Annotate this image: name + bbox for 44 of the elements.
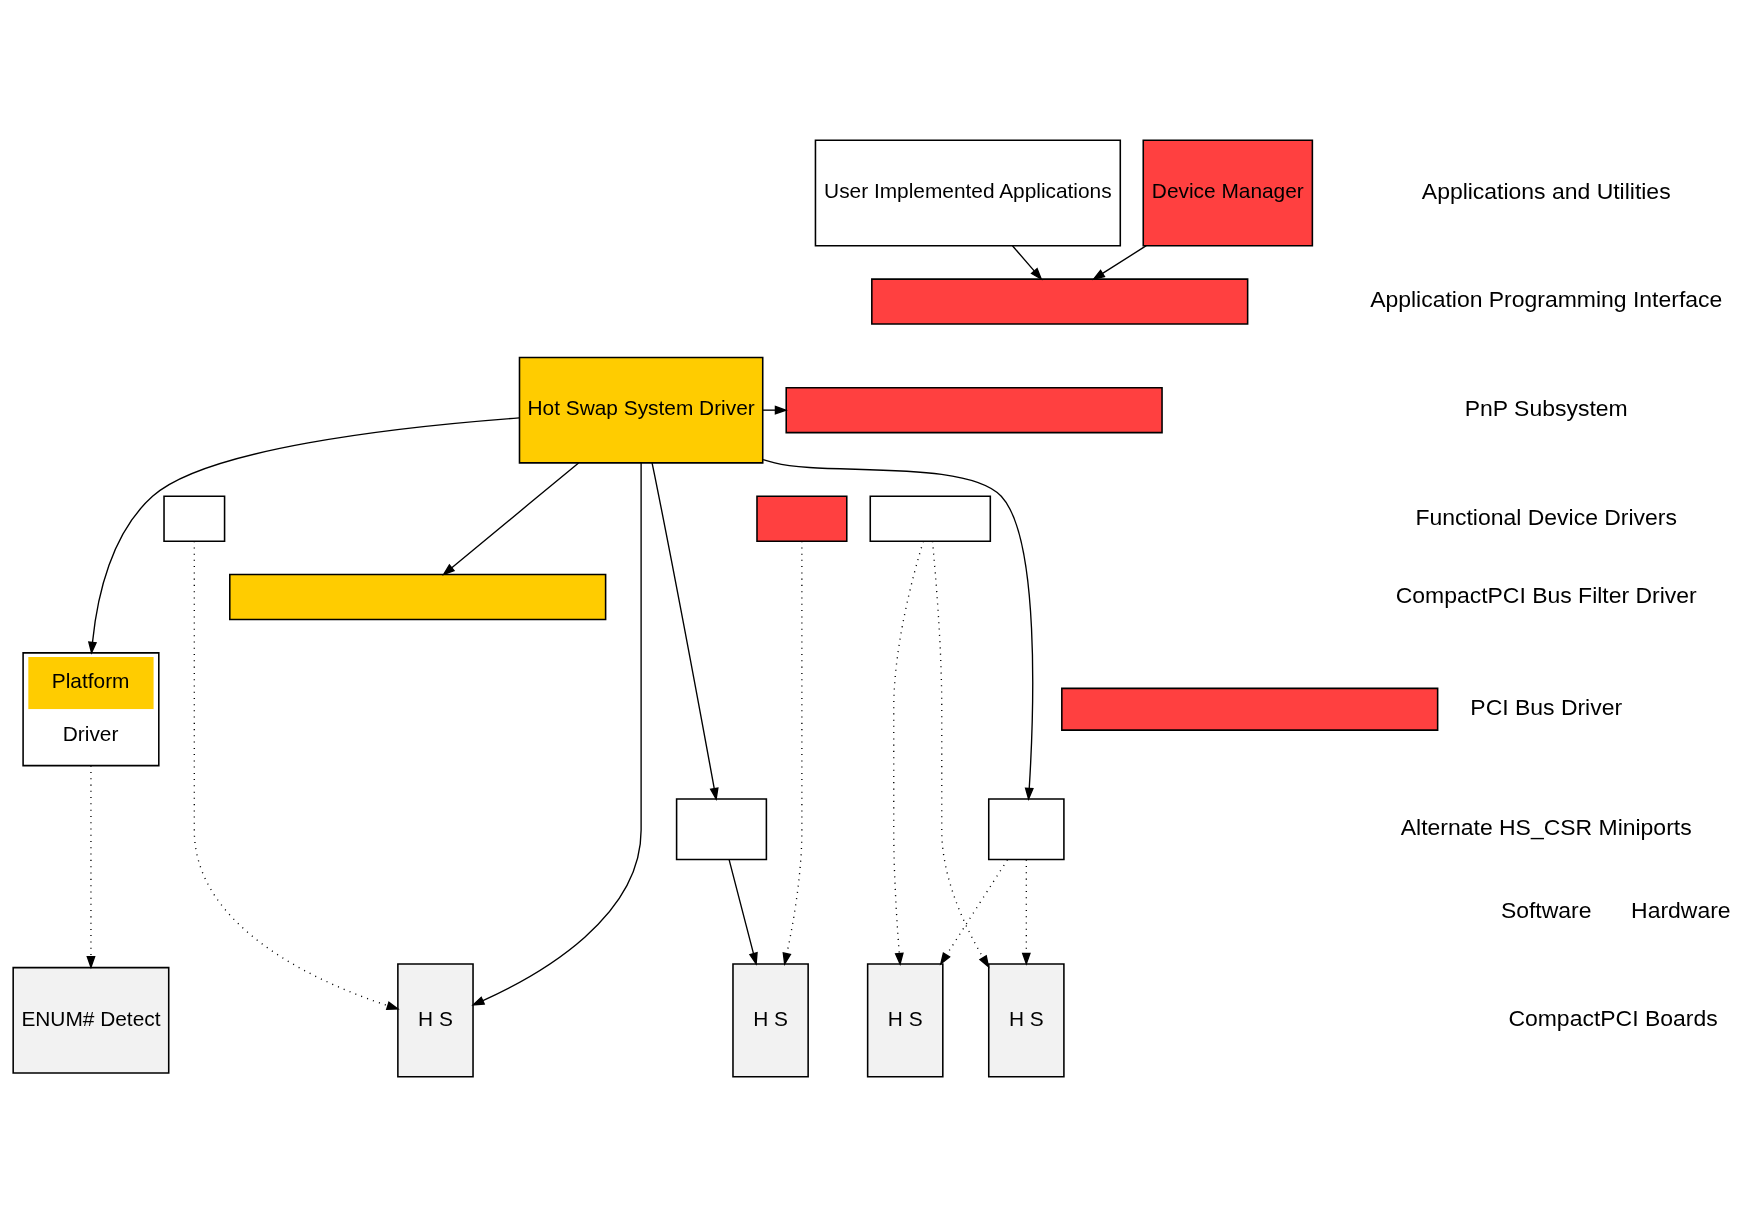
arrow xyxy=(87,417,520,655)
node-box xyxy=(868,495,991,542)
arrow xyxy=(1021,859,1031,966)
arrow xyxy=(931,540,990,969)
arrow xyxy=(782,540,803,966)
node-box xyxy=(675,798,767,861)
arrow xyxy=(85,765,96,970)
arrow xyxy=(1011,245,1043,281)
node-box xyxy=(755,495,848,542)
arrow xyxy=(761,405,788,415)
label: PnP Subsystem xyxy=(1464,395,1628,421)
node-box: Hot Swap System Driver xyxy=(518,356,763,464)
label: Hardware xyxy=(1630,896,1731,923)
arrow xyxy=(441,462,579,576)
arrow xyxy=(761,458,1034,801)
node-bar xyxy=(1060,687,1438,731)
node-box: Platform Driver xyxy=(21,652,160,767)
node-box: ENUM# Detect xyxy=(11,966,169,1074)
arrow xyxy=(1091,245,1147,281)
label: Alternate HS_CSR Miniports xyxy=(1400,814,1692,841)
node-box: H S xyxy=(987,963,1065,1078)
node-box: User Implemented Applications xyxy=(814,139,1121,247)
arrow xyxy=(470,462,642,1006)
arrow xyxy=(728,859,758,966)
node-box xyxy=(987,798,1065,861)
node-box xyxy=(162,495,225,542)
label: CompactPCI Bus Filter Driver xyxy=(1395,581,1697,608)
node-bar xyxy=(784,386,1163,434)
arrow xyxy=(193,540,400,1010)
arrow xyxy=(939,859,1008,966)
label: Applications and Utilities xyxy=(1421,177,1671,204)
node-bar xyxy=(870,278,1248,325)
node-box: H S xyxy=(866,963,944,1078)
node-box: H S xyxy=(396,963,474,1078)
label: Functional Device Drivers xyxy=(1414,503,1677,530)
label: Application Programming Interface xyxy=(1369,286,1722,313)
node-box: Device Manager xyxy=(1141,139,1313,247)
label: Software xyxy=(1500,896,1592,923)
label: CompactPCI Boards xyxy=(1507,1005,1718,1032)
arrow xyxy=(892,540,924,966)
node-box: H S xyxy=(731,963,809,1078)
arrow xyxy=(650,462,719,801)
node-bar xyxy=(228,573,606,621)
label: PCI Bus Driver xyxy=(1469,694,1622,721)
